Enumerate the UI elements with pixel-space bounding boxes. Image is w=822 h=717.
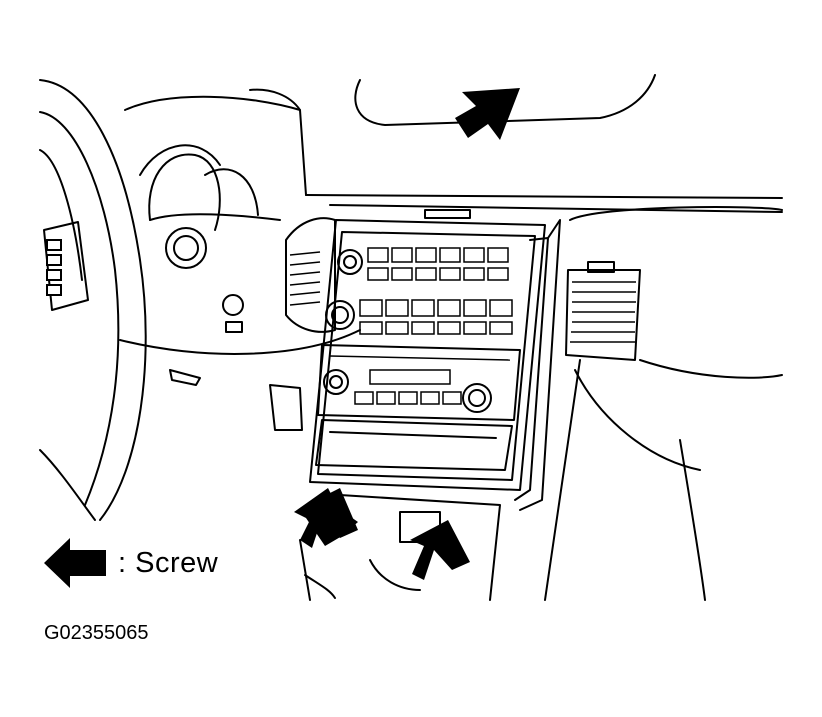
right-air-vent — [565, 261, 641, 361]
windshield — [249, 74, 656, 196]
dashboard-top — [305, 194, 783, 213]
screw-arrow-icon — [44, 538, 106, 588]
passenger-dash — [544, 206, 783, 601]
screw-arrow-lower-right — [410, 520, 470, 580]
legend-label: : Screw — [118, 546, 219, 579]
screw-arrow-windshield — [455, 88, 520, 140]
legend: : Screw — [44, 538, 218, 588]
steering-wheel — [39, 79, 147, 521]
figure-id: G02355065 — [44, 622, 149, 644]
screw-arrow-lower-left — [294, 488, 358, 548]
instrument-cluster — [119, 95, 361, 431]
left-air-vent — [285, 217, 336, 333]
center-audio-panel — [309, 209, 561, 511]
